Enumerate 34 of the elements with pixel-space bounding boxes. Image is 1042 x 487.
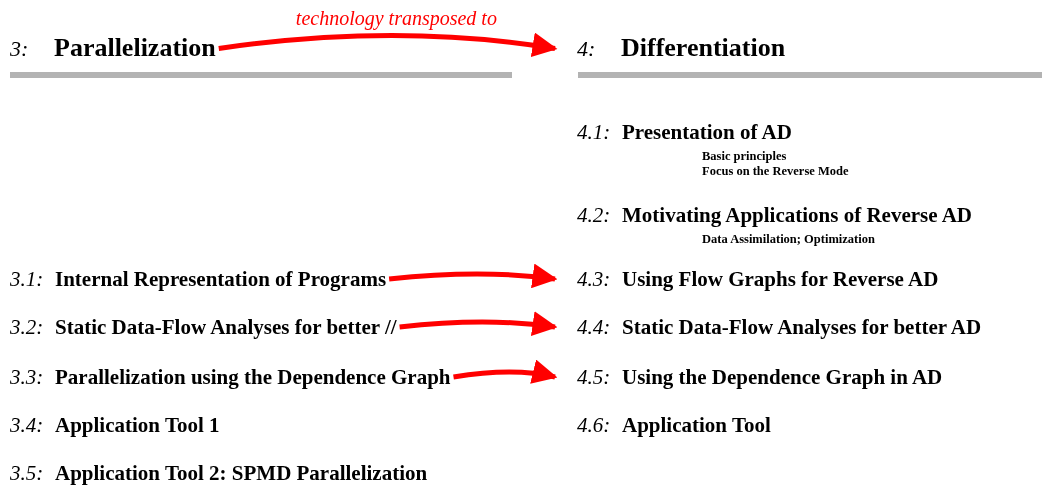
section-number: 4.1: (577, 119, 612, 145)
chapter-title: Differentiation (621, 33, 786, 63)
section-number: 3.4: (10, 412, 45, 438)
section-title: Application Tool (622, 412, 771, 438)
section-number: 3.5: (10, 460, 45, 486)
section-number: 3: (10, 35, 30, 63)
section-title: Using Flow Graphs for Reverse AD (622, 266, 939, 292)
curved-arrow (399, 311, 558, 337)
section-number: 3.1: (10, 266, 45, 292)
section-title: Static Data-Flow Analyses for better AD (622, 314, 982, 340)
subtopic-text: Data Assimilation; Optimization (702, 232, 876, 247)
section-title: Motivating Applications of Reverse AD (622, 202, 972, 228)
section-number: 4.5: (577, 364, 612, 390)
section-number: 4.2: (577, 202, 612, 228)
section-number: 4.4: (577, 314, 612, 340)
chapter-title: Parallelization (54, 33, 216, 63)
section-title: Internal Representation of Programs (55, 266, 387, 292)
section-title: Presentation of AD (622, 119, 792, 145)
section-number: 4: (577, 35, 597, 63)
subtopic-text: Basic principles (702, 149, 788, 164)
section-title: Application Tool 2: SPMD Parallelization (55, 460, 428, 486)
section-title: Parallelization using the Dependence Graph (55, 364, 451, 390)
curved-arrow (388, 263, 558, 289)
curved-arrow (218, 32, 558, 58)
curved-arrow (453, 359, 558, 385)
subtopic-text: Focus on the Reverse Mode (702, 164, 849, 179)
section-number: 3.2: (10, 314, 45, 340)
section-title: Static Data-Flow Analyses for better // (55, 314, 397, 340)
section-number: 3.3: (10, 364, 45, 390)
section-title: Application Tool 1 (55, 412, 220, 438)
section-title: Using the Dependence Graph in AD (622, 364, 943, 390)
edge-label: technology transposed to (295, 8, 497, 28)
section-number: 4.6: (577, 412, 612, 438)
section-number: 4.3: (577, 266, 612, 292)
